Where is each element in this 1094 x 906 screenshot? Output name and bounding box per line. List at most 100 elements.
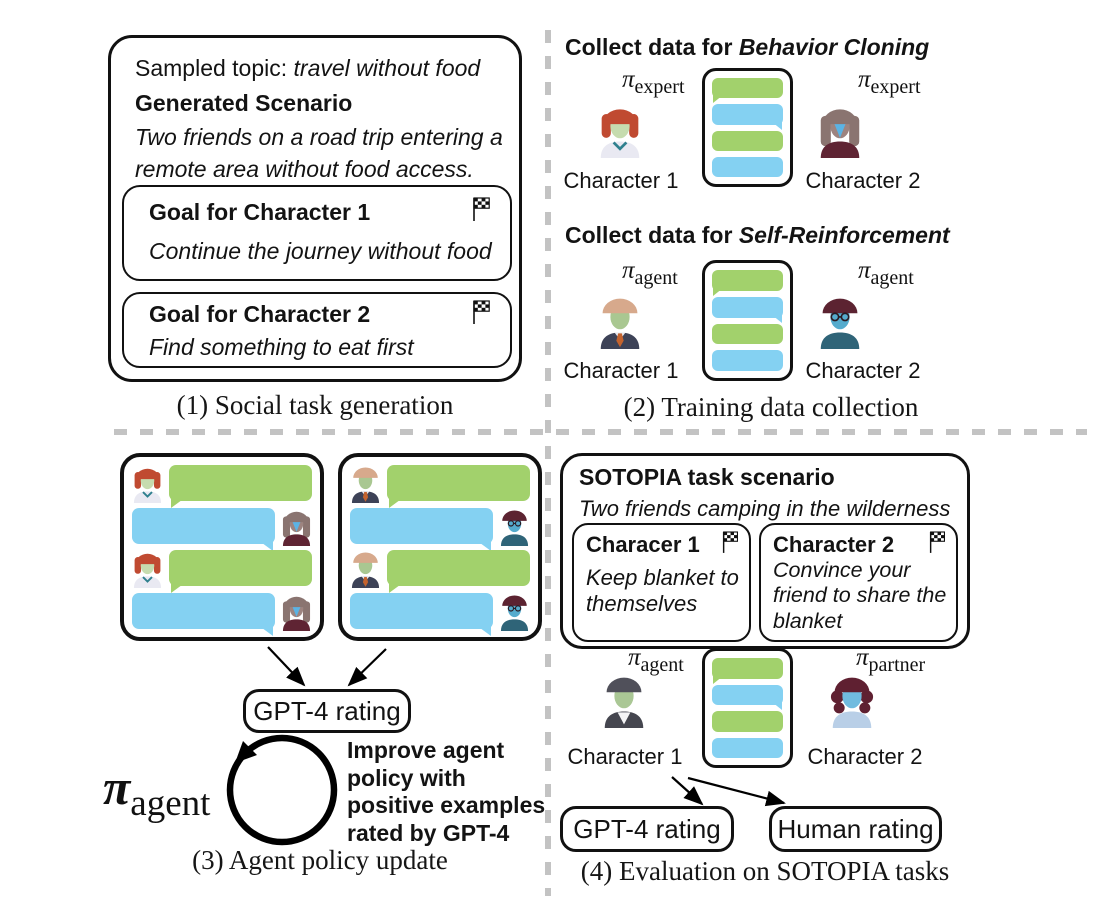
avatar-sr-character-2 bbox=[818, 291, 862, 349]
vertical-divider bbox=[545, 30, 551, 896]
checkered-flag-icon bbox=[927, 530, 947, 554]
chat-bubble-green bbox=[712, 130, 783, 151]
chat-bubble-green bbox=[387, 550, 530, 594]
avatar-bc-character-1 bbox=[598, 100, 642, 158]
goal-box-2: Goal for Character 2 Find something to e… bbox=[122, 292, 512, 368]
pi-subscript: agent bbox=[870, 267, 914, 289]
avatar-eval-character-1 bbox=[602, 670, 646, 728]
task-generation-box: Sampled topic: travel without food Gener… bbox=[108, 35, 522, 382]
avatar-sr-character-1 bbox=[598, 291, 642, 349]
pi-subscript: agent bbox=[640, 654, 684, 676]
convo-row bbox=[132, 591, 312, 636]
chat-bubble-green bbox=[712, 658, 783, 683]
human-rating-label: Human rating bbox=[777, 813, 934, 844]
avatar-eval-character-2 bbox=[830, 670, 874, 728]
conversation-box-bc bbox=[702, 68, 793, 187]
goal-box-1: Goal for Character 1 Continue the journe… bbox=[122, 185, 512, 281]
pi-symbol: π bbox=[622, 66, 635, 93]
sr-character-2-label: Character 2 bbox=[805, 358, 921, 383]
generated-scenario-heading: Generated Scenario bbox=[135, 90, 353, 116]
pi-subscript: agent bbox=[130, 783, 211, 824]
convo-row bbox=[132, 548, 312, 594]
policy-agent-symbol: πagent bbox=[103, 758, 210, 822]
rating-arrows bbox=[671, 776, 786, 807]
policy-symbol-sr-right: πagent bbox=[858, 257, 914, 288]
pi-symbol: π bbox=[858, 66, 871, 93]
policy-update-cycle-arrow bbox=[226, 734, 338, 846]
pi-symbol: π bbox=[856, 644, 869, 671]
pi-symbol: π bbox=[103, 759, 131, 815]
eval-character-1-label: Character 1 bbox=[567, 744, 683, 769]
gpt4-rating-box: GPT-4 rating bbox=[243, 689, 411, 733]
sampled-topic-label: Sampled topic: bbox=[135, 55, 294, 81]
pi-subscript: expert bbox=[870, 76, 921, 98]
pi-symbol: π bbox=[622, 257, 635, 284]
converging-arrows bbox=[267, 646, 387, 687]
goal-1-text: Continue the journey without food bbox=[149, 238, 492, 264]
sr-heading: Collect data for Self-Reinforcement bbox=[565, 222, 950, 249]
convo-row bbox=[132, 506, 312, 551]
eval-goal-2-text: Convince your friend to share the blanke… bbox=[773, 558, 947, 633]
chat-bubble-green bbox=[712, 711, 783, 732]
avatar-icon bbox=[281, 591, 312, 631]
avatar-icon bbox=[499, 506, 530, 546]
bc-character-2-label: Character 2 bbox=[805, 168, 921, 193]
avatar-icon bbox=[132, 548, 163, 589]
caption-3: (3) Agent policy update bbox=[192, 845, 448, 875]
convo-row bbox=[132, 463, 312, 508]
sr-heading-prefix: Collect data for bbox=[565, 222, 739, 248]
bc-heading: Collect data for Behavior Cloning bbox=[565, 34, 929, 61]
caption-2: (2) Training data collection bbox=[623, 392, 919, 422]
chat-bubble-blue bbox=[712, 684, 783, 710]
sotopia-scenario-heading: SOTOPIA task scenario bbox=[579, 464, 835, 490]
horizontal-divider bbox=[114, 429, 1087, 435]
bc-character-1-label: Character 1 bbox=[563, 168, 679, 193]
sr-character-1-label: Character 1 bbox=[563, 358, 679, 383]
pi-subscript: partner bbox=[868, 654, 926, 676]
conversation-box-eval bbox=[702, 648, 793, 768]
convo-row bbox=[350, 591, 530, 636]
chat-bubble-blue bbox=[350, 507, 493, 551]
caption-4: (4) Evaluation on SOTOPIA tasks bbox=[580, 856, 950, 886]
eval-goal-box-2: Character 2 Convince your friend to shar… bbox=[759, 523, 958, 642]
checkered-flag-icon bbox=[720, 530, 740, 554]
gpt4-rating-label: GPT-4 rating bbox=[573, 813, 721, 844]
chat-bubble-blue bbox=[712, 737, 783, 758]
chat-bubble-blue bbox=[712, 104, 783, 130]
sampled-topic: Sampled topic: travel without food bbox=[135, 55, 480, 82]
gpt4-rating-label: GPT-4 rating bbox=[253, 695, 401, 726]
eval-goal-1-title: Characer 1 bbox=[586, 532, 700, 557]
eval-goal-box-1: Characer 1 Keep blanket to themselves bbox=[572, 523, 751, 642]
bc-heading-prefix: Collect data for bbox=[565, 34, 739, 60]
conversation-box-2 bbox=[338, 453, 542, 641]
policy-symbol-eval-right: πpartner bbox=[856, 644, 925, 675]
checkered-flag-icon bbox=[470, 299, 492, 325]
avatar-icon bbox=[281, 506, 312, 546]
goal-2-text: Find something to eat first bbox=[149, 334, 414, 360]
convo-row bbox=[350, 548, 530, 594]
chat-bubble-blue bbox=[712, 296, 783, 323]
gpt4-rating-box-eval: GPT-4 rating bbox=[560, 806, 734, 852]
pi-subscript: expert bbox=[634, 76, 685, 98]
sotopia-scenario-text: Two friends camping in the wilderness bbox=[579, 496, 951, 521]
chat-bubble-blue bbox=[132, 507, 275, 551]
sr-heading-emphasis: Self-Reinforcement bbox=[738, 222, 950, 248]
avatar-bc-character-2 bbox=[818, 100, 862, 158]
pi-symbol: π bbox=[628, 644, 641, 671]
avatar-icon bbox=[350, 463, 381, 503]
convo-row bbox=[350, 463, 530, 508]
chat-bubble-green bbox=[169, 465, 312, 508]
chat-bubble-green bbox=[712, 270, 783, 296]
policy-symbol-bc-right: πexpert bbox=[858, 66, 921, 97]
chat-bubble-green bbox=[169, 550, 312, 594]
pi-symbol: π bbox=[858, 257, 871, 284]
avatar-icon bbox=[350, 548, 381, 589]
policy-symbol-bc-left: πexpert bbox=[622, 66, 685, 97]
improve-policy-text: Improve agent policy with positive examp… bbox=[347, 737, 546, 846]
conversation-box-sr bbox=[702, 260, 793, 381]
policy-symbol-eval-left: πagent bbox=[628, 644, 684, 675]
chat-bubble-blue bbox=[350, 592, 493, 636]
chat-bubble-blue bbox=[712, 156, 783, 177]
chat-bubble-green bbox=[712, 323, 783, 345]
